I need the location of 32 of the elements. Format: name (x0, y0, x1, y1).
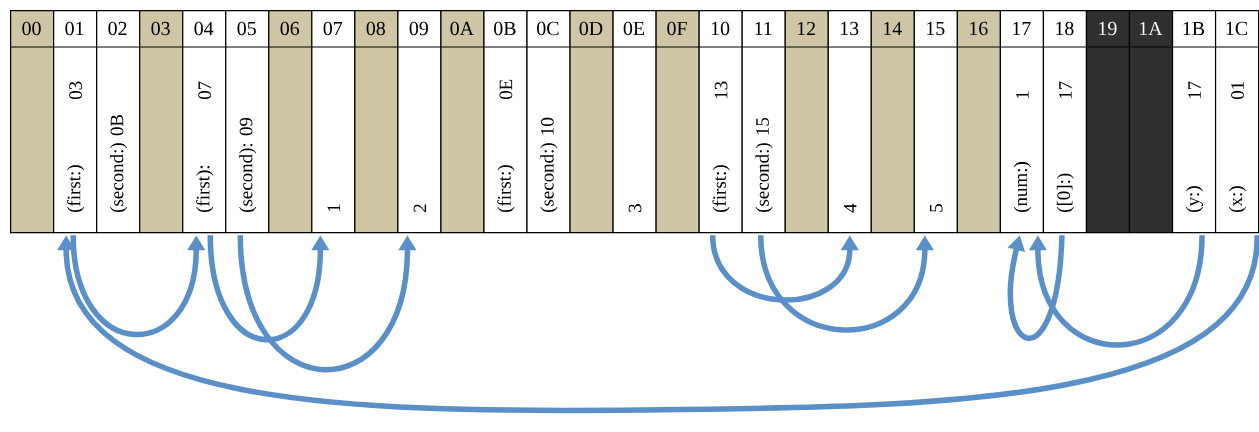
memory-cell: 0F (654, 10, 700, 234)
memory-cell: 0B (first:) 0E (482, 10, 528, 234)
memory-cell: 03 (138, 10, 184, 234)
memory-cell: 16 (956, 10, 1001, 234)
memory-cell: 17 (num:) 1 (999, 10, 1045, 234)
memory-cell: 1B (y:) 17 (1171, 10, 1217, 234)
memory-cell: 12 (784, 10, 829, 234)
memory-cell: 13 4 (827, 10, 872, 234)
memory-cell: 0E 3 (611, 10, 657, 234)
memory-cell: 06 (267, 10, 313, 234)
memory-cell: 18 ([0]:) 17 (1042, 10, 1088, 234)
memory-cell: 14 (870, 10, 915, 234)
memory-cell: 15 5 (913, 10, 958, 234)
memory-cell: 09 2 (396, 10, 442, 234)
memory-cell: 19 (1085, 10, 1131, 234)
arrow (57, 234, 1259, 414)
memory-cell: 02 (second:) 0B (95, 10, 141, 234)
memory-cell: 00 (9, 10, 55, 234)
memory-cell: 08 (353, 10, 399, 234)
memory-cell: 0C (second:) 10 (525, 10, 571, 234)
arrow (1007, 235, 1065, 341)
memory-cell: 04 (first): 07 (181, 10, 227, 234)
memory-cell: 01 (first:) 03 (52, 10, 98, 234)
memory-cell: 1C (x:) 01 (1214, 10, 1259, 234)
arrow (1028, 234, 1205, 348)
memory-cell: 0A (439, 10, 485, 234)
memory-cell: 05 (second): 09 (224, 10, 270, 234)
memory-cell: 07 1 (310, 10, 356, 234)
memory-cell: 1A (1128, 10, 1174, 234)
memory-cell: 11 (second:) 15 (741, 10, 786, 234)
memory-cell: 10 (first:) 13 (697, 10, 743, 234)
memory-cell: 0D (568, 10, 614, 234)
